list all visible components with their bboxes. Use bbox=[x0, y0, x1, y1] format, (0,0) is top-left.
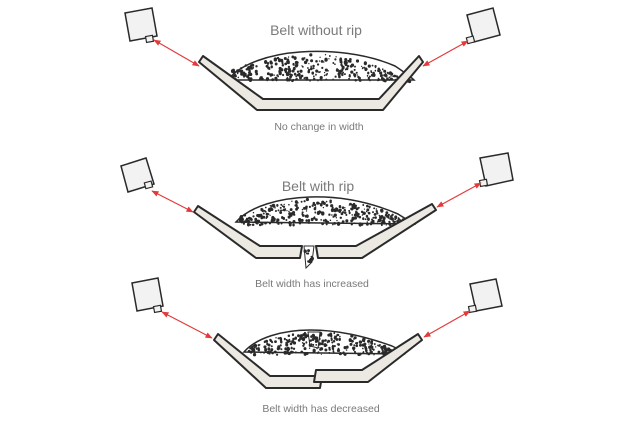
left-measure-arrow bbox=[153, 39, 200, 67]
panel-rip-decreased bbox=[131, 277, 503, 389]
conveyor-belt-left-half bbox=[193, 205, 303, 259]
panel-1-caption: No change in width bbox=[274, 121, 364, 133]
right-measure-arrow bbox=[423, 310, 471, 338]
right-measure-arrow bbox=[436, 182, 482, 208]
conveyor-belt bbox=[198, 55, 424, 111]
conveyor-belt-right-half bbox=[313, 333, 423, 383]
panel-2-caption: Belt width has increased bbox=[255, 278, 369, 290]
left-sensor-icon bbox=[131, 277, 164, 314]
conveyor-belt-right-half bbox=[315, 203, 437, 259]
spill-texture bbox=[309, 333, 319, 347]
panel-rip-increased bbox=[120, 152, 514, 270]
right-sensor-icon bbox=[478, 152, 514, 188]
material-texture bbox=[238, 197, 413, 227]
material-texture bbox=[247, 331, 402, 357]
left-sensor-icon bbox=[120, 157, 155, 193]
right-sensor-icon bbox=[465, 7, 501, 45]
panel-1-title: Belt without rip bbox=[270, 22, 362, 38]
panel-2-title: Belt with rip bbox=[281, 178, 355, 194]
right-sensor-icon bbox=[467, 278, 503, 314]
panel-no-rip bbox=[124, 7, 501, 111]
left-measure-arrow bbox=[151, 190, 194, 213]
material-texture bbox=[230, 53, 412, 84]
left-measure-arrow bbox=[161, 311, 213, 339]
left-sensor-icon bbox=[124, 7, 158, 44]
panel-3-caption: Belt width has decreased bbox=[262, 403, 380, 415]
spill-texture bbox=[303, 249, 314, 263]
right-measure-arrow bbox=[422, 40, 469, 67]
